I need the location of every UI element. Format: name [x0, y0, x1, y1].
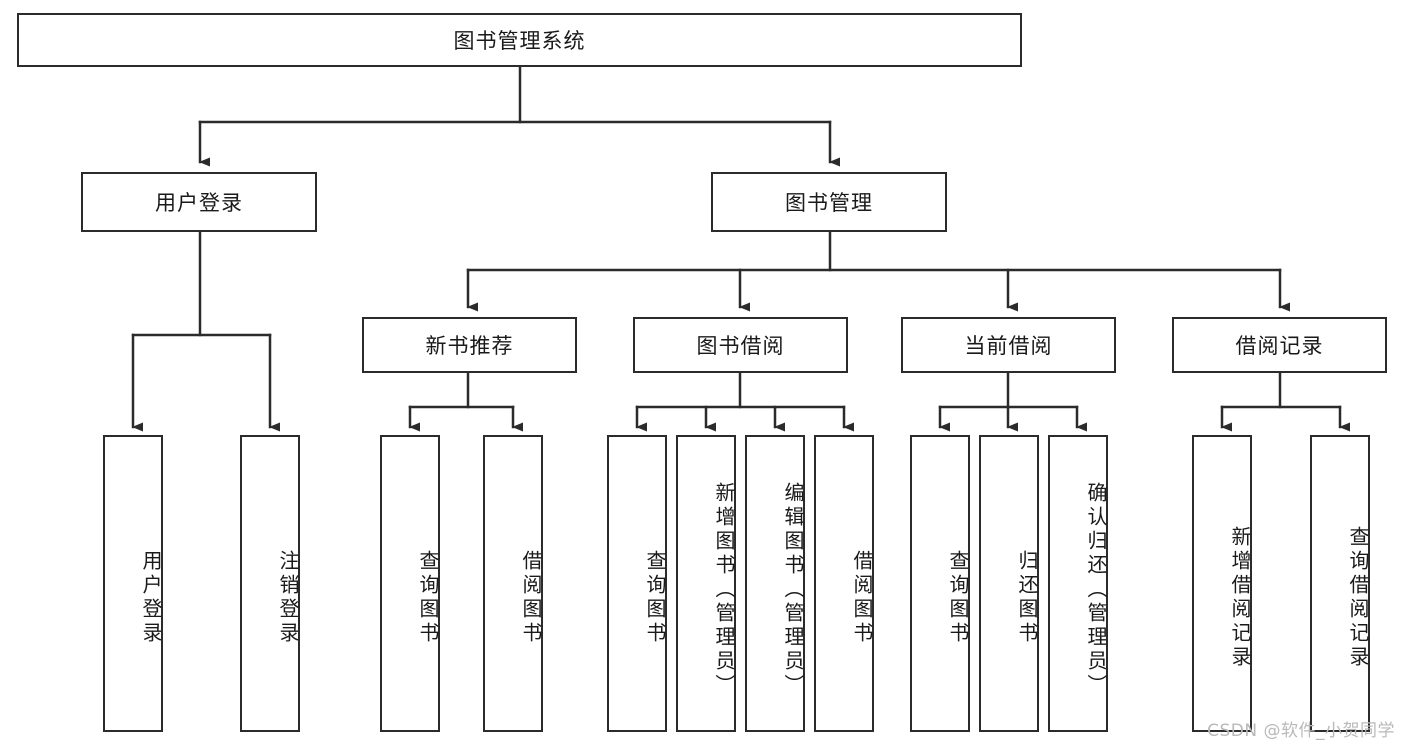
leaf-current-borrow-confirm-return-label: 确认归还（管理员） — [1084, 481, 1108, 698]
leaf-book-borrow-borrow-label: 借阅图书 — [850, 549, 874, 646]
leaf-current-borrow-return-label: 归还图书 — [1015, 549, 1039, 646]
node-user-login[interactable]: 用户登录 — [81, 172, 317, 232]
leaf-borrow-record-add[interactable]: 新增借阅记录 — [1192, 435, 1252, 732]
leaf-new-book-borrow[interactable]: 借阅图书 — [483, 435, 543, 732]
leaf-new-book-query-label: 查询图书 — [416, 549, 440, 646]
node-user-login-label: 用户登录 — [155, 191, 243, 215]
node-book-management-label: 图书管理 — [785, 191, 873, 215]
leaf-book-borrow-add-label: 新增图书（管理员） — [712, 481, 736, 698]
leaf-current-borrow-query[interactable]: 查询图书 — [910, 435, 970, 732]
leaf-borrow-record-query-label: 查询借阅记录 — [1346, 525, 1370, 670]
node-borrow-record[interactable]: 借阅记录 — [1172, 317, 1387, 373]
leaf-book-borrow-query[interactable]: 查询图书 — [607, 435, 667, 732]
leaf-book-borrow-add[interactable]: 新增图书（管理员） — [676, 435, 736, 732]
node-root-book-management-system[interactable]: 图书管理系统 — [17, 13, 1022, 67]
leaf-borrow-record-add-label: 新增借阅记录 — [1228, 525, 1252, 670]
node-book-borrow[interactable]: 图书借阅 — [633, 317, 848, 373]
node-current-borrow[interactable]: 当前借阅 — [901, 317, 1116, 373]
leaf-book-borrow-borrow[interactable]: 借阅图书 — [814, 435, 874, 732]
node-root-label: 图书管理系统 — [453, 29, 586, 53]
node-book-management[interactable]: 图书管理 — [711, 172, 947, 232]
leaf-user-login-login[interactable]: 用户登录 — [103, 435, 163, 732]
leaf-current-borrow-query-label: 查询图书 — [946, 549, 970, 646]
leaf-borrow-record-query[interactable]: 查询借阅记录 — [1310, 435, 1370, 732]
leaf-book-borrow-query-label: 查询图书 — [643, 549, 667, 646]
leaf-book-borrow-edit[interactable]: 编辑图书（管理员） — [745, 435, 805, 732]
node-borrow-record-label: 借阅记录 — [1235, 334, 1324, 358]
leaf-current-borrow-return[interactable]: 归还图书 — [979, 435, 1039, 732]
node-current-borrow-label: 当前借阅 — [964, 334, 1053, 358]
leaf-user-login-logout[interactable]: 注销登录 — [240, 435, 300, 732]
leaf-current-borrow-confirm-return[interactable]: 确认归还（管理员） — [1048, 435, 1108, 732]
node-new-book-recommend[interactable]: 新书推荐 — [362, 317, 577, 373]
leaf-book-borrow-edit-label: 编辑图书（管理员） — [781, 481, 805, 698]
node-new-book-recommend-label: 新书推荐 — [425, 334, 514, 358]
leaf-new-book-query[interactable]: 查询图书 — [380, 435, 440, 732]
leaf-user-login-login-label: 用户登录 — [139, 549, 163, 646]
node-book-borrow-label: 图书借阅 — [696, 334, 785, 358]
csdn-watermark: CSDN @软件_小贺同学 — [1207, 721, 1395, 741]
leaf-new-book-borrow-label: 借阅图书 — [519, 549, 543, 646]
leaf-user-login-logout-label: 注销登录 — [276, 549, 300, 646]
